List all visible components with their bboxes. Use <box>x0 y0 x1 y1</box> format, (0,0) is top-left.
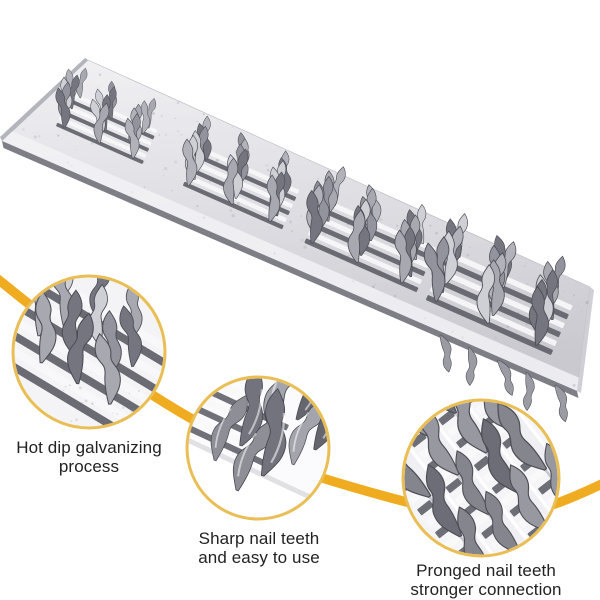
callout-circle-pronged-nail-teeth <box>401 398 561 558</box>
label-line: and easy to use <box>198 547 320 567</box>
callout-circle-hot-dip-galvanizing <box>11 274 167 430</box>
callout-label-hot-dip: Hot dip galvanizing process <box>0 438 178 476</box>
callout-label-pronged-teeth: Pronged nail teeth stronger connection <box>372 561 600 599</box>
callout-label-sharp-teeth: Sharp nail teeth and easy to use <box>158 529 360 567</box>
label-line: stronger connection <box>410 579 562 599</box>
label-line: Sharp nail teeth <box>198 529 320 548</box>
nail-plate <box>0 58 594 423</box>
zoom-callout-circles <box>11 274 561 558</box>
label-line: Hot dip galvanizing <box>16 438 162 457</box>
callout-circle-sharp-nail-teeth <box>185 375 331 521</box>
label-line: Pronged nail teeth <box>416 561 556 580</box>
label-line: process <box>58 456 120 476</box>
